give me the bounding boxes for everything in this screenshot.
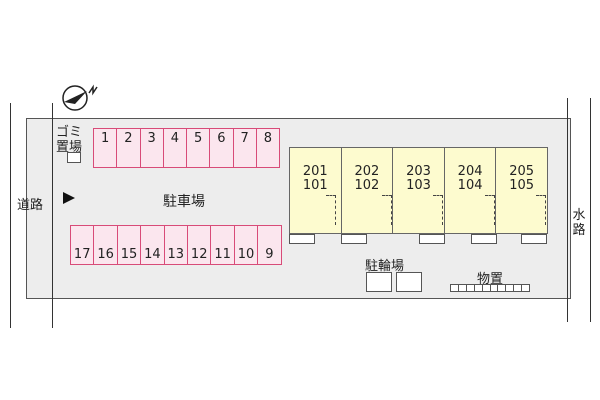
- storage-segment: [459, 285, 467, 291]
- parking-space: 6: [209, 128, 234, 168]
- unit-porch: [521, 234, 547, 244]
- entry-path: [381, 195, 392, 225]
- road-left-line-inner: [52, 103, 53, 328]
- storage-segment: [451, 285, 459, 291]
- bicycle-rack-left: [366, 272, 392, 292]
- entry-path: [433, 195, 444, 225]
- unit-number-upper: 202: [354, 164, 380, 179]
- waterway-line-inner: [590, 98, 591, 322]
- parking-space: 10: [233, 225, 259, 265]
- unit-porch: [341, 234, 367, 244]
- parking-space: 17: [70, 225, 95, 265]
- parking-space: 8: [255, 128, 280, 168]
- storage-segment: [506, 285, 515, 291]
- garbage-label-top: ゴミ: [56, 125, 83, 140]
- parking-space: 13: [163, 225, 188, 265]
- parking-space: 15: [116, 225, 142, 265]
- parking-space: 11: [210, 225, 235, 265]
- unit-number-upper: 204: [457, 164, 483, 179]
- waterway-text: 水路: [572, 208, 586, 238]
- north-compass: [60, 82, 102, 112]
- unit-number-lower: 104: [457, 178, 483, 193]
- unit-porch: [419, 234, 445, 244]
- storage-segment: [498, 285, 507, 291]
- parking-space: 5: [186, 128, 211, 168]
- storage-segment: [483, 285, 491, 291]
- parking-space: 3: [139, 128, 164, 168]
- parking-space: 16: [93, 225, 118, 265]
- parking-space: 2: [116, 128, 141, 168]
- compass-icon: [62, 84, 98, 111]
- parking-space: 9: [257, 225, 282, 265]
- waterway-line-outer: [567, 98, 568, 322]
- parking-space: 12: [187, 225, 212, 265]
- parking-space: 4: [162, 128, 187, 168]
- waterway-label: 水路: [571, 208, 587, 238]
- unit-number-lower: 103: [406, 178, 431, 193]
- storage-segment: [522, 285, 529, 291]
- road-left-line-outer: [10, 103, 11, 328]
- parking-space: 7: [232, 128, 257, 168]
- unit-porch: [471, 234, 497, 244]
- unit-porch: [289, 234, 315, 244]
- road-left-label: 道路: [14, 198, 46, 213]
- storage-segment: [491, 285, 499, 291]
- parking-space: 1: [93, 128, 118, 168]
- entrance-arrow-icon: [62, 190, 76, 209]
- garbage-label-bottom: 置場: [56, 140, 83, 155]
- parking-space: 14: [140, 225, 165, 265]
- storage-segment: [475, 285, 483, 291]
- storage-label: 物置: [477, 272, 504, 287]
- storage-shed: [450, 284, 530, 292]
- unit-number-lower: 101: [302, 178, 328, 193]
- unit-number-upper: 203: [406, 164, 431, 179]
- entry-path: [326, 195, 336, 225]
- storage-segment: [514, 285, 523, 291]
- entry-path: [536, 195, 547, 225]
- unit-number-upper: 201: [302, 164, 328, 179]
- parking-label: 駐車場: [163, 194, 205, 210]
- unit-number-upper: 205: [509, 164, 535, 179]
- unit-number-lower: 102: [354, 178, 380, 193]
- bicycle-rack-right: [396, 272, 422, 292]
- storage-segment: [467, 285, 475, 291]
- road-left-text: 道路: [16, 198, 43, 213]
- unit-number-lower: 105: [509, 178, 535, 193]
- entry-path: [484, 195, 495, 225]
- bicycle-parking-label: 駐輪場: [365, 259, 405, 274]
- garbage-bin: [67, 152, 81, 163]
